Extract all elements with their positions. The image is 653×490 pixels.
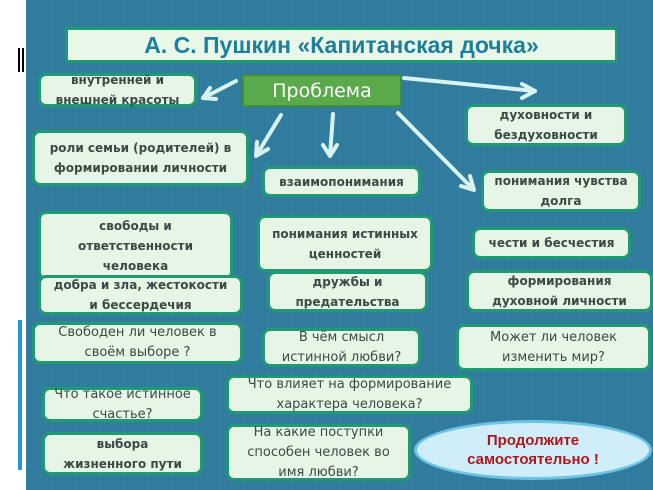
topic-label: внутренней и внешней красоты (55, 73, 180, 107)
topic-label: выбора жизненного пути (63, 436, 182, 471)
arrow-down-right (396, 111, 476, 192)
topic-box: свободы и ответственности человека (38, 211, 233, 280)
problem-node: Проблема (242, 74, 402, 107)
page-title: А. С. Пушкин «Капитанская дочка» (65, 27, 618, 63)
question-box: На какие поступки способен человек во им… (226, 424, 411, 481)
topic-box: духовности и бездуховности (465, 104, 627, 146)
topic-box: дружбы и предательства (267, 271, 428, 312)
topic-label: понимания истинных ценностей (272, 226, 418, 261)
topic-box: выбора жизненного пути (42, 432, 203, 475)
topic-box: чести и бесчестия (472, 227, 631, 259)
topic-label: формирования духовной личности (492, 274, 627, 308)
question-label: В чём смысл истинной любви? (281, 329, 402, 365)
question-label: Что такое истинное счастье? (54, 386, 191, 422)
question-box: В чём смысл истинной любви? (262, 328, 421, 367)
arrow-left (201, 79, 238, 101)
question-box: Может ли человек изменить мир? (456, 324, 651, 371)
question-label: Свободен ли человек в своём выборе ? (58, 325, 217, 360)
arrow-right (402, 76, 537, 100)
question-box: Что такое истинное счастье? (42, 387, 203, 422)
arrow-down (321, 112, 339, 158)
topic-label: понимания чувства долга (494, 174, 628, 208)
question-box: Свободен ли человек в своём выборе ? (32, 322, 243, 364)
topic-box: формирования духовной личности (466, 270, 653, 312)
blue-bar-decoration (18, 320, 22, 470)
topic-label: чести и бесчестия (488, 236, 615, 250)
question-box: Что влияет на формирование характера чел… (226, 375, 473, 414)
continue-callout: Продолжите самостоятельно ! (414, 420, 652, 480)
topic-box: внутренней и внешней красоты (38, 73, 197, 107)
topic-box: взаимопонимания (262, 166, 421, 197)
topic-label: добра и зла, жестокости и бессердечия (53, 278, 228, 312)
question-label: На какие поступки способен человек во им… (247, 424, 390, 480)
question-label: Может ли человек изменить мир? (490, 329, 617, 365)
black-bar-decoration (18, 48, 24, 72)
topic-box: добра и зла, жестокости и бессердечия (38, 275, 243, 315)
topic-box: понимания истинных ценностей (257, 215, 433, 272)
topic-label: роли семьи (родителей) в формировании ли… (49, 141, 232, 175)
arrow-down-left (254, 113, 283, 158)
topic-label: свободы и ответственности человека (78, 218, 193, 273)
topic-label: духовности и бездуховности (494, 108, 598, 142)
topic-box: роли семьи (родителей) в формировании ли… (32, 130, 249, 186)
topic-box: понимания чувства долга (481, 170, 641, 212)
topic-label: дружбы и предательства (295, 274, 400, 309)
topic-label: взаимопонимания (279, 174, 404, 189)
question-label: Что влияет на формирование характера чел… (247, 376, 452, 412)
